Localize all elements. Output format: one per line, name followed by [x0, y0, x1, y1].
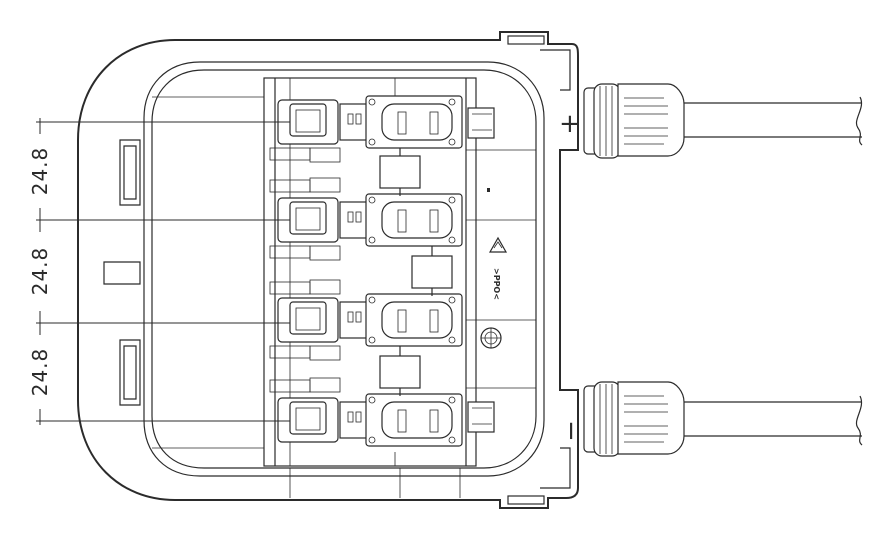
terminal-row-2 — [269, 177, 463, 261]
cable-positive — [680, 96, 863, 146]
housing-outer — [77, 31, 579, 509]
bypass-diode-2 — [411, 246, 453, 296]
bypass-diode-3 — [379, 346, 421, 396]
dimension-label-1: 24.8 — [28, 147, 52, 196]
recycle-icon — [488, 236, 508, 253]
material-mark: >PPO< — [492, 268, 501, 300]
terminal-row-3 — [269, 279, 463, 361]
dimension-lines — [36, 118, 290, 425]
dimension-label-3: 24.8 — [28, 348, 52, 397]
cable-negative — [680, 395, 863, 446]
cable-gland-positive — [583, 83, 685, 159]
dimension-label-2: 24.8 — [28, 247, 52, 296]
cable-gland-negative — [583, 381, 685, 457]
polarity-plus-sign: + — [559, 109, 581, 139]
polarity-minus-sign: − — [556, 420, 586, 442]
small-mark — [487, 188, 490, 192]
terminal-frame — [152, 77, 536, 498]
terminal-row-1 — [269, 95, 495, 163]
date-wheel-icon — [480, 327, 502, 349]
bypass-diode-1 — [379, 148, 421, 196]
terminal-row-4 — [269, 377, 495, 447]
